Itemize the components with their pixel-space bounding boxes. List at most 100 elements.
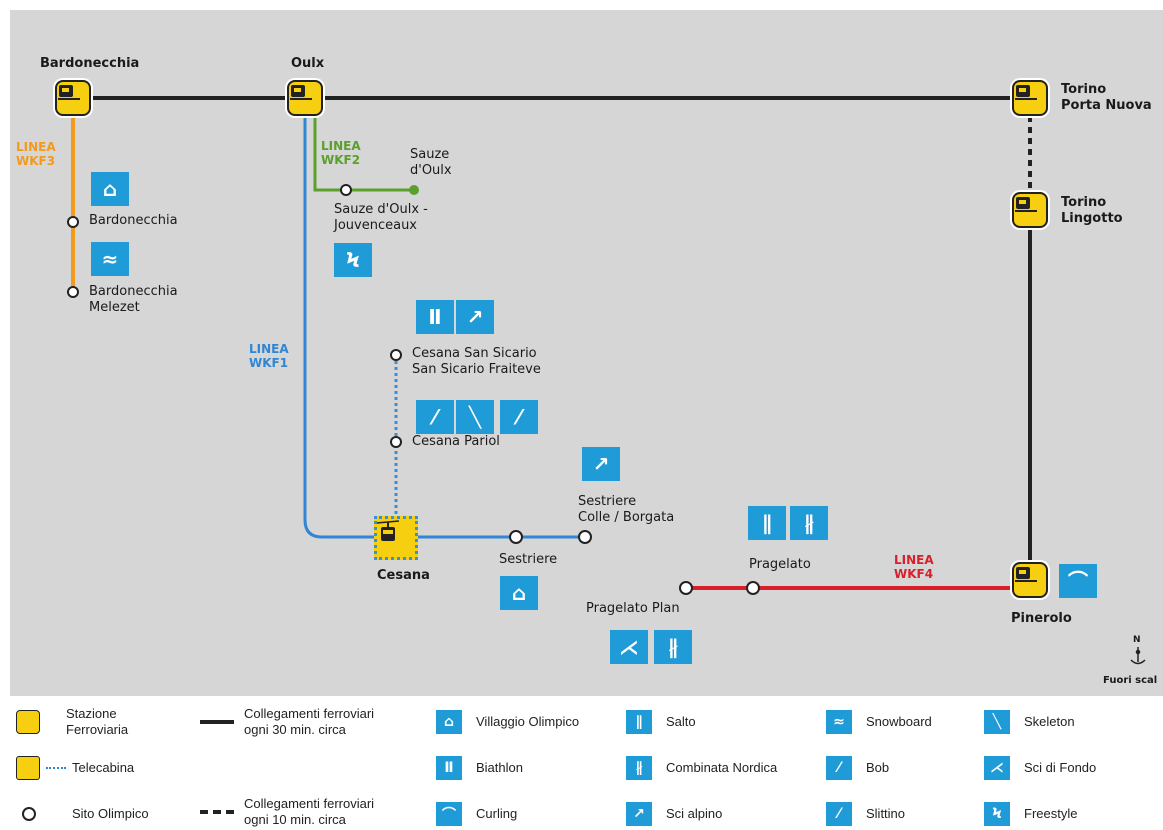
label-bardonecchia-station: Bardonecchia bbox=[40, 56, 140, 71]
legend-collegamenti-30-text: Collegamenti ferroviari ogni 30 min. cir… bbox=[244, 706, 375, 737]
legend-stazione-text: Stazione Ferroviaria bbox=[66, 706, 129, 737]
legend-curling-text: Curling bbox=[476, 806, 518, 821]
label-bardonecchia-melezet: Bardonecchia Melezet bbox=[89, 284, 178, 315]
label-sauze-jouvenceaux: Sauze d'Oulx - Jouvenceaux bbox=[334, 202, 428, 233]
olympic-transport-map: Bardonecchia Oulx Torino Porta Nuova Tor… bbox=[10, 10, 1163, 696]
slittino-icon: ⁄ bbox=[500, 400, 538, 434]
label-bardonecchia-site: Bardonecchia bbox=[89, 213, 178, 228]
legend-salto: ∥ Salto bbox=[626, 710, 696, 734]
station-oulx[interactable] bbox=[287, 80, 323, 116]
site-marker-sauze-jouvenceaux bbox=[340, 184, 352, 196]
dashed-line-icon bbox=[200, 810, 234, 814]
label-linea-wkf3: LINEA WKF3 bbox=[16, 140, 56, 168]
scale-note: Fuori scal bbox=[1103, 675, 1158, 686]
legend-sito-text: Sito Olimpico bbox=[72, 806, 149, 821]
legend-bob: ⁄ Bob bbox=[826, 756, 889, 780]
legend-skeleton-text: Skeleton bbox=[1024, 714, 1075, 729]
legend-villaggio: ⌂ Villaggio Olimpico bbox=[436, 710, 579, 734]
freestyle-icon: Ϟ bbox=[334, 243, 372, 277]
sci-alpino-icon: ↗ bbox=[456, 300, 494, 334]
legend-villaggio-text: Villaggio Olimpico bbox=[476, 714, 580, 729]
site-marker-cesana-san-sicario bbox=[390, 349, 402, 361]
legend-salto-text: Salto bbox=[666, 714, 696, 729]
site-marker-sauze bbox=[409, 185, 419, 195]
legend-sci-fondo-text: Sci di Fondo bbox=[1024, 760, 1097, 775]
sci-alpino-icon: ↗ bbox=[582, 447, 620, 481]
salto-icon: ∥ bbox=[626, 710, 652, 734]
sci-di-fondo-icon: ⋌ bbox=[984, 756, 1010, 780]
site-marker-bardonecchia-melezet bbox=[67, 286, 79, 298]
station-torino-lingotto[interactable] bbox=[1012, 192, 1048, 228]
train-icon bbox=[1015, 85, 1037, 100]
train-icon bbox=[1015, 567, 1037, 582]
villaggio-olimpico-icon: ⌂ bbox=[436, 710, 462, 734]
legend-curling: ⌒ Curling bbox=[436, 802, 517, 826]
legend-collegamenti-10-text: Collegamenti ferroviari ogni 10 min. cir… bbox=[244, 796, 375, 827]
label-pragelato: Pragelato bbox=[749, 557, 811, 572]
station-torino-porta-nuova[interactable] bbox=[1012, 80, 1048, 116]
cable-car-icon bbox=[16, 756, 40, 780]
legend: Stazione Ferroviaria Telecabina Sito Oli… bbox=[0, 698, 1163, 830]
site-marker-sestriere bbox=[509, 530, 523, 544]
legend-sci-fondo: ⋌ Sci di Fondo bbox=[984, 756, 1096, 780]
skeleton-icon: ╲ bbox=[456, 400, 494, 434]
villaggio-olimpico-icon: ⌂ bbox=[91, 172, 129, 206]
freestyle-icon: Ϟ bbox=[984, 802, 1010, 826]
combinata-nordica-icon: ∦ bbox=[790, 506, 828, 540]
legend-freestyle: Ϟ Freestyle bbox=[984, 802, 1077, 826]
rail-network bbox=[67, 96, 1146, 665]
biathlon-icon: Ⅱ bbox=[416, 300, 454, 334]
north-label: N bbox=[1133, 635, 1141, 645]
legend-collegamenti-10: Collegamenti ferroviari ogni 10 min. cir… bbox=[200, 796, 374, 828]
legend-combinata-text: Combinata Nordica bbox=[666, 760, 778, 775]
site-marker-bardonecchia bbox=[67, 216, 79, 228]
label-cesana-pariol: Cesana Pariol bbox=[412, 434, 500, 449]
station-bardonecchia[interactable] bbox=[55, 80, 91, 116]
slittino-icon: ⁄ bbox=[826, 802, 852, 826]
legend-slittino-text: Slittino bbox=[866, 806, 906, 821]
combinata-nordica-icon: ∦ bbox=[626, 756, 652, 780]
station-pinerolo[interactable] bbox=[1012, 562, 1048, 598]
curling-icon: ⌒ bbox=[436, 802, 462, 826]
bob-icon: ⁄ bbox=[826, 756, 852, 780]
legend-sito: Sito Olimpico bbox=[22, 806, 149, 822]
site-marker-cesana-pariol bbox=[390, 436, 402, 448]
label-sestriere-colle: Sestriere Colle / Borgata bbox=[578, 494, 675, 525]
sci-alpino-icon: ↗ bbox=[626, 802, 652, 826]
site-marker-pragelato bbox=[746, 581, 760, 595]
villaggio-olimpico-icon: ⌂ bbox=[500, 576, 538, 610]
label-sestriere: Sestriere bbox=[499, 552, 558, 567]
legend-bob-text: Bob bbox=[866, 760, 890, 775]
label-torino-lingotto: Torino Lingotto bbox=[1061, 195, 1123, 226]
site-marker-pragelato-plan bbox=[679, 581, 693, 595]
legend-collegamenti-30: Collegamenti ferroviari ogni 30 min. cir… bbox=[200, 706, 374, 738]
sci-di-fondo-icon: ⋌ bbox=[610, 630, 648, 664]
legend-freestyle-text: Freestyle bbox=[1024, 806, 1078, 821]
label-cesana: Cesana bbox=[377, 568, 430, 583]
legend-snowboard-text: Snowboard bbox=[866, 714, 932, 729]
legend-telecabina: Telecabina bbox=[16, 756, 134, 780]
skeleton-icon: ╲ bbox=[984, 710, 1010, 734]
legend-stazione: Stazione Ferroviaria bbox=[16, 706, 128, 738]
legend-slittino: ⁄ Slittino bbox=[826, 802, 905, 826]
site-circle-icon bbox=[22, 807, 36, 821]
train-icon bbox=[58, 85, 80, 100]
legend-snowboard: ≈ Snowboard bbox=[826, 710, 932, 734]
label-torino-porta-nuova: Torino Porta Nuova bbox=[1061, 82, 1152, 113]
label-oulx-station: Oulx bbox=[291, 56, 325, 71]
combinata-nordica-icon: ∦ bbox=[654, 630, 692, 664]
label-linea-wkf2: LINEA WKF2 bbox=[321, 139, 361, 167]
label-pragelato-plan: Pragelato Plan bbox=[586, 601, 680, 616]
train-icon bbox=[1015, 197, 1037, 212]
label-pinerolo: Pinerolo bbox=[1011, 611, 1072, 626]
line-wkf2 bbox=[313, 116, 413, 192]
snowboard-icon: ≈ bbox=[91, 242, 129, 276]
station-cesana-telecabina[interactable] bbox=[374, 516, 418, 560]
legend-biathlon: Ⅱ Biathlon bbox=[436, 756, 523, 780]
curling-icon: ⌒ bbox=[1059, 564, 1097, 598]
legend-biathlon-text: Biathlon bbox=[476, 760, 523, 775]
salto-icon: ∥ bbox=[748, 506, 786, 540]
train-icon bbox=[290, 85, 312, 100]
label-cesana-san-sicario: Cesana San Sicario San Sicario Fraiteve bbox=[412, 346, 541, 377]
solid-line-icon bbox=[200, 720, 234, 724]
